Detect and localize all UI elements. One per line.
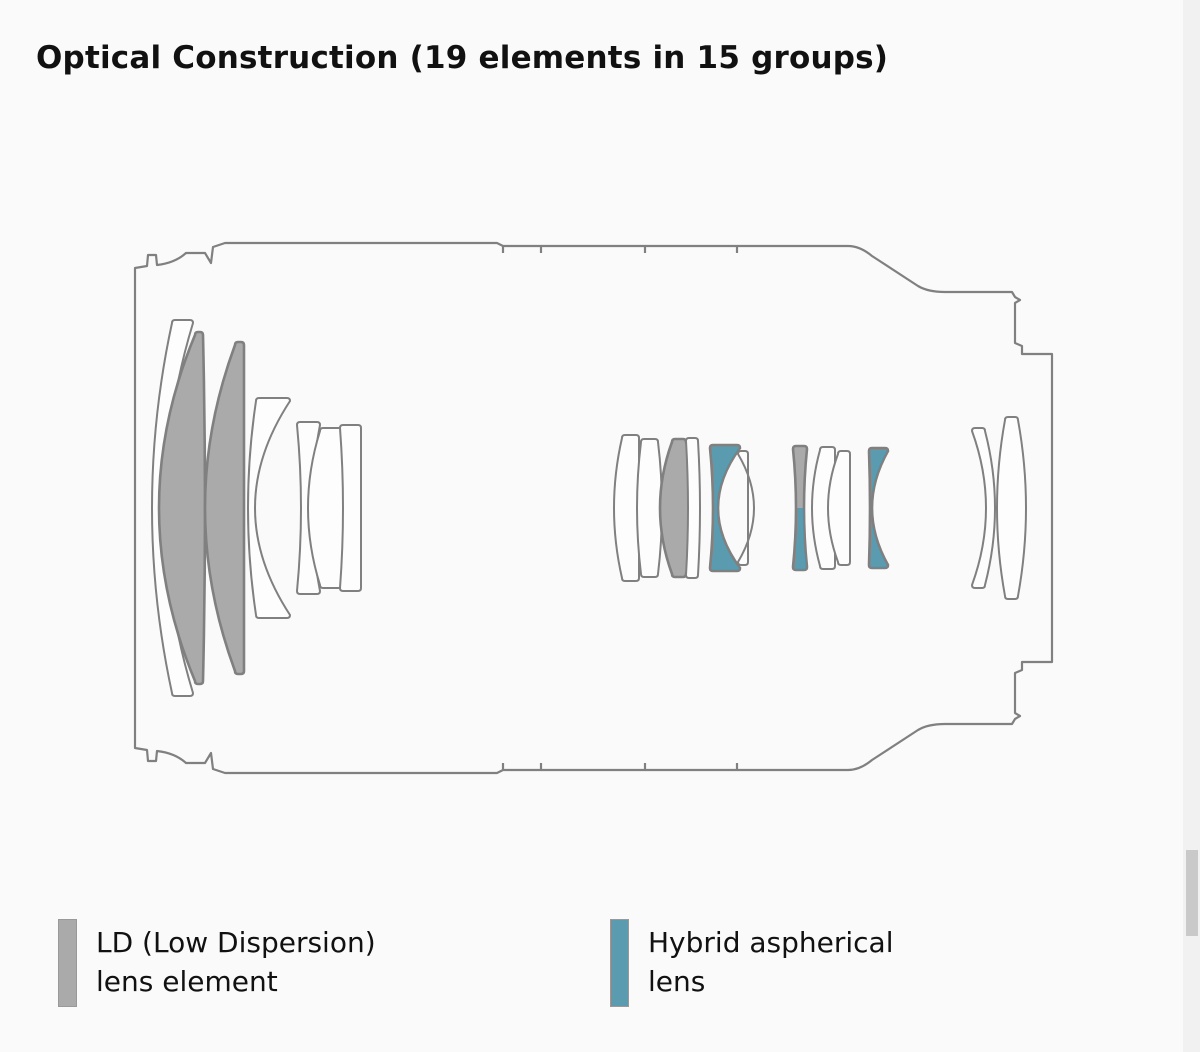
scrollbar-thumb[interactable] <box>1186 850 1198 936</box>
lens-element-18 <box>970 427 996 589</box>
hybrid-swatch <box>610 919 629 1007</box>
barrel-bottom <box>133 508 1054 775</box>
lens-element-15 <box>811 446 837 570</box>
hybrid-aspherical-lens-element-14 <box>791 444 809 572</box>
lens-elements <box>151 319 1027 697</box>
lens-barrel-outline <box>133 241 1054 775</box>
lens-element-4 <box>247 397 292 619</box>
lens-element-11 <box>684 437 701 579</box>
lens-element-16 <box>827 450 851 566</box>
lens-element-1 <box>151 319 195 697</box>
lens-element-19 <box>996 416 1027 600</box>
ld-lens-element-3 <box>203 340 246 676</box>
scrollbar[interactable] <box>1183 0 1200 1052</box>
hybrid-aspherical-lens-element-12 <box>708 443 742 573</box>
legend-hybrid-label: Hybrid aspherical lens <box>648 926 894 998</box>
legend-ld-label: LD (Low Dispersion) lens element <box>96 926 376 998</box>
lens-element-13 <box>736 450 755 566</box>
ld-lens-element-2 <box>157 330 207 686</box>
lens-element-7 <box>338 424 363 592</box>
lens-element-9 <box>636 438 663 578</box>
ld-swatch <box>58 919 77 1007</box>
page-title: Optical Construction (19 elements in 15 … <box>36 40 889 76</box>
barrel-top <box>133 241 1054 508</box>
lens-element-8 <box>613 434 641 582</box>
hybrid-aspherical-lens-element-17 <box>867 446 890 570</box>
